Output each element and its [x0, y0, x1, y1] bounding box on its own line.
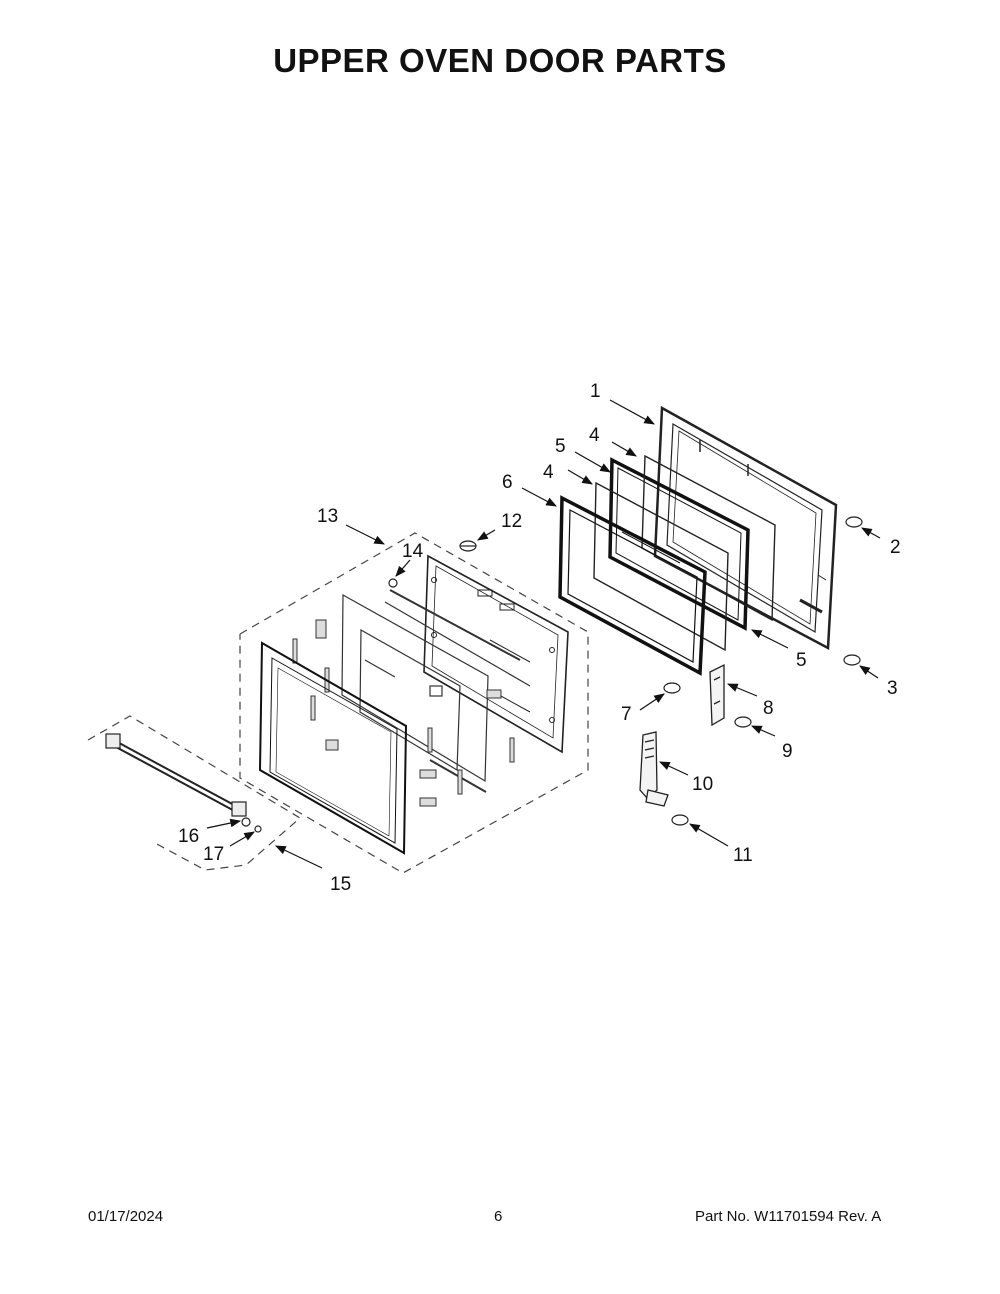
part-handle-screw-washer	[241, 817, 262, 833]
part-outer-door-front	[258, 641, 408, 855]
part-inner-glass-frame	[558, 495, 707, 676]
part-front-glass-panel	[593, 481, 729, 652]
part-inner-door-panel	[423, 554, 569, 754]
callout-16: 16	[178, 826, 199, 847]
callout-8: 8	[763, 698, 774, 719]
callout-10: 10	[692, 774, 713, 795]
callout-9: 9	[782, 741, 793, 762]
callout-5-front: 5	[796, 650, 807, 671]
callout-17: 17	[203, 844, 224, 865]
callout-3: 3	[887, 678, 898, 699]
page-title: UPPER OVEN DOOR PARTS	[273, 42, 727, 79]
part-door-hinge	[639, 731, 669, 807]
part-rear-glass-panel	[641, 454, 776, 622]
callout-7: 7	[621, 704, 632, 725]
part-outer-door-frame	[653, 405, 838, 651]
part-rear-glass-gasket	[608, 457, 750, 631]
callout-15: 15	[330, 874, 351, 895]
footer-page-number: 6	[494, 1208, 503, 1225]
callout-arrows	[206, 399, 881, 869]
callout-4-front: 4	[543, 462, 554, 483]
callout-2: 2	[890, 537, 901, 558]
callout-11: 11	[733, 845, 753, 866]
callout-6: 6	[502, 472, 513, 493]
footer-part-number: Part No. W11701594 Rev. A	[695, 1208, 882, 1225]
part-door-handle	[105, 733, 247, 817]
part-screws	[388, 516, 863, 826]
assembly-outline	[87, 532, 589, 874]
callout-4-rear: 4	[589, 425, 600, 446]
callout-5-rear: 5	[555, 436, 566, 457]
part-hinge-receptacle	[709, 663, 725, 727]
callout-labels: 1 2 3 4 4 5 5 6 7 8 9 10 11 12 13 14 15 …	[178, 381, 901, 895]
callout-12: 12	[501, 511, 522, 532]
callout-13: 13	[317, 506, 338, 527]
callout-14: 14	[402, 541, 424, 562]
part-middle-glass-panels	[341, 589, 531, 793]
callout-1: 1	[590, 381, 601, 402]
footer-date: 01/17/2024	[88, 1208, 164, 1225]
